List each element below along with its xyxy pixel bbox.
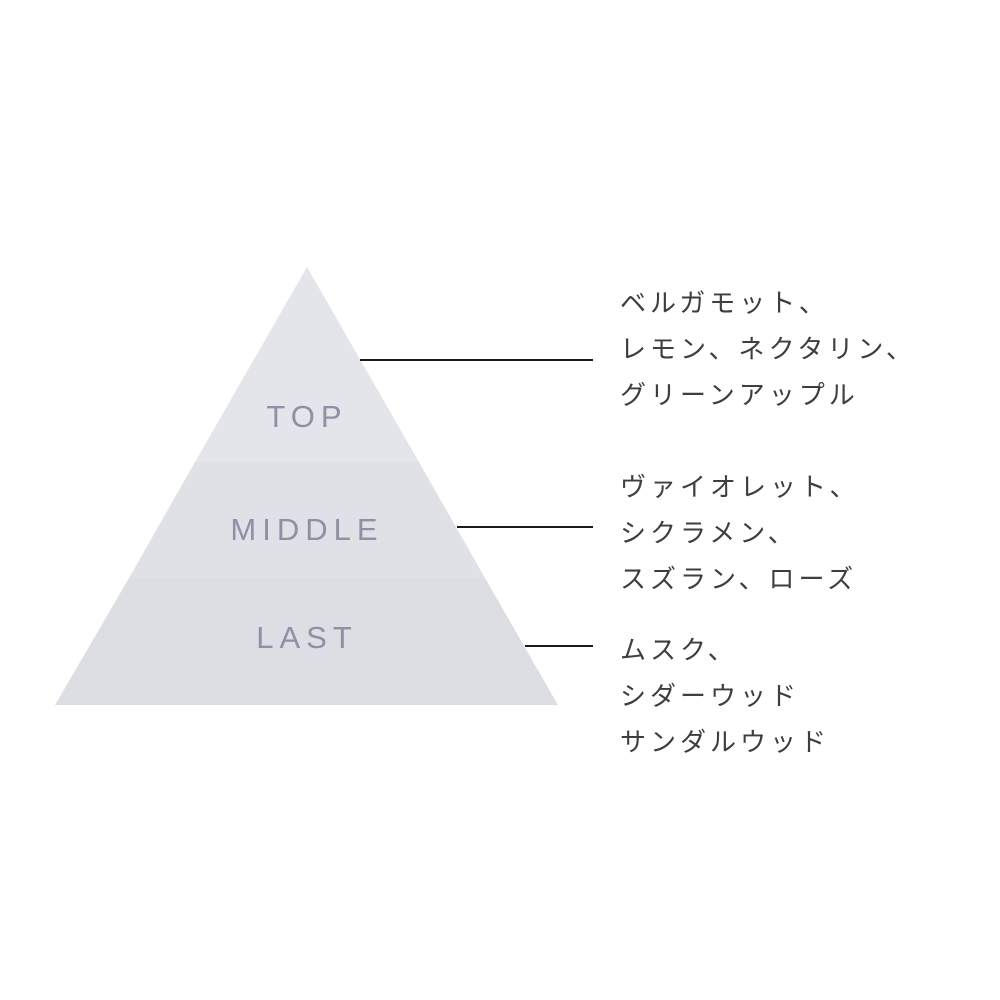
connector-line-middle — [457, 526, 593, 528]
pyramid-band-middle — [129, 462, 485, 578]
pyramid-band-top — [195, 267, 419, 462]
note-line: スズラン、ローズ — [620, 564, 858, 594]
notes-last: ムスク、 シダーウッド サンダルウッド — [620, 627, 830, 765]
notes-top: ベルガモット、 レモン、ネクタリン、 グリーンアップル — [620, 280, 916, 418]
pyramid-band-last — [55, 578, 558, 705]
note-line: グリーンアップル — [620, 380, 859, 410]
note-line: ヴァイオレット、 — [620, 472, 860, 502]
notes-middle: ヴァイオレット、 シクラメン、 スズラン、ローズ — [620, 464, 859, 602]
connector-line-top — [360, 359, 593, 361]
note-line: シダーウッド — [620, 681, 801, 711]
note-line: レモン、ネクタリン、 — [620, 334, 916, 364]
note-line: シクラメン、 — [620, 518, 798, 548]
note-line: ベルガモット、 — [620, 288, 829, 318]
level-label-top: TOP — [266, 399, 348, 434]
level-label-middle: MIDDLE — [230, 512, 384, 547]
connector-line-last — [525, 645, 593, 647]
note-line: サンダルウッド — [620, 727, 831, 757]
level-label-last: LAST — [256, 620, 358, 655]
note-line: ムスク、 — [620, 635, 738, 665]
